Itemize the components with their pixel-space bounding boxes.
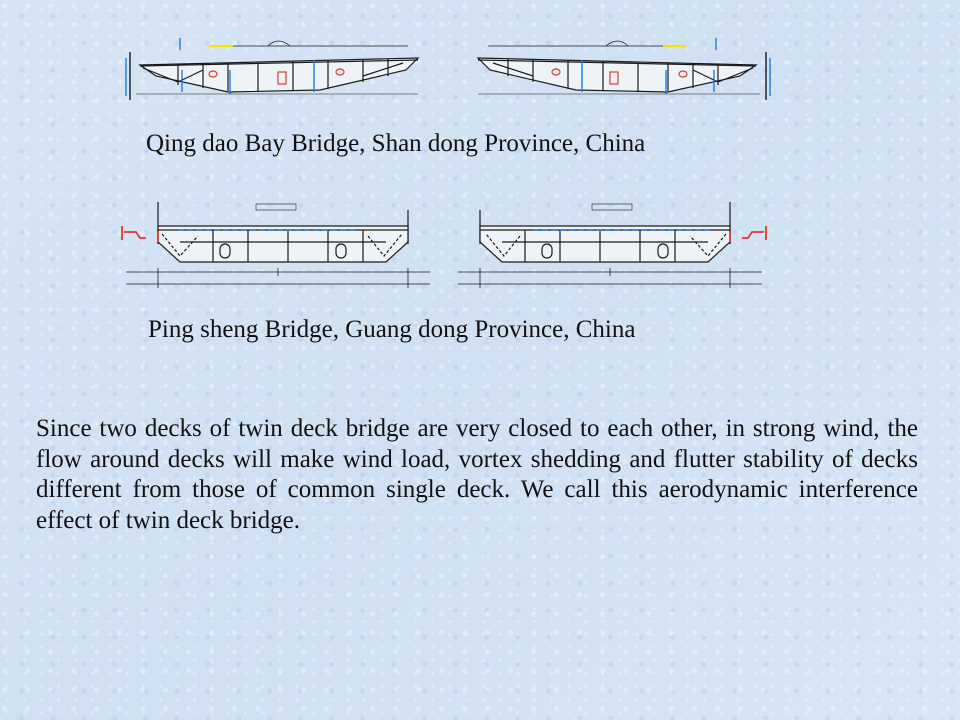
pingsheng-right-deck: [458, 202, 767, 288]
pingsheng-caption: Ping sheng Bridge, Guang dong Province, …: [148, 316, 636, 343]
pingsheng-left-deck: [126, 202, 430, 288]
qingdao-caption: Qing dao Bay Bridge, Shan dong Province,…: [146, 130, 646, 157]
qingdao-bridge-section-drawing: [125, 38, 771, 100]
qingdao-right-deck: [476, 38, 771, 100]
pingsheng-bridge-section-drawing: [121, 202, 767, 288]
body-paragraph: Since two decks of twin deck bridge are …: [36, 415, 918, 534]
